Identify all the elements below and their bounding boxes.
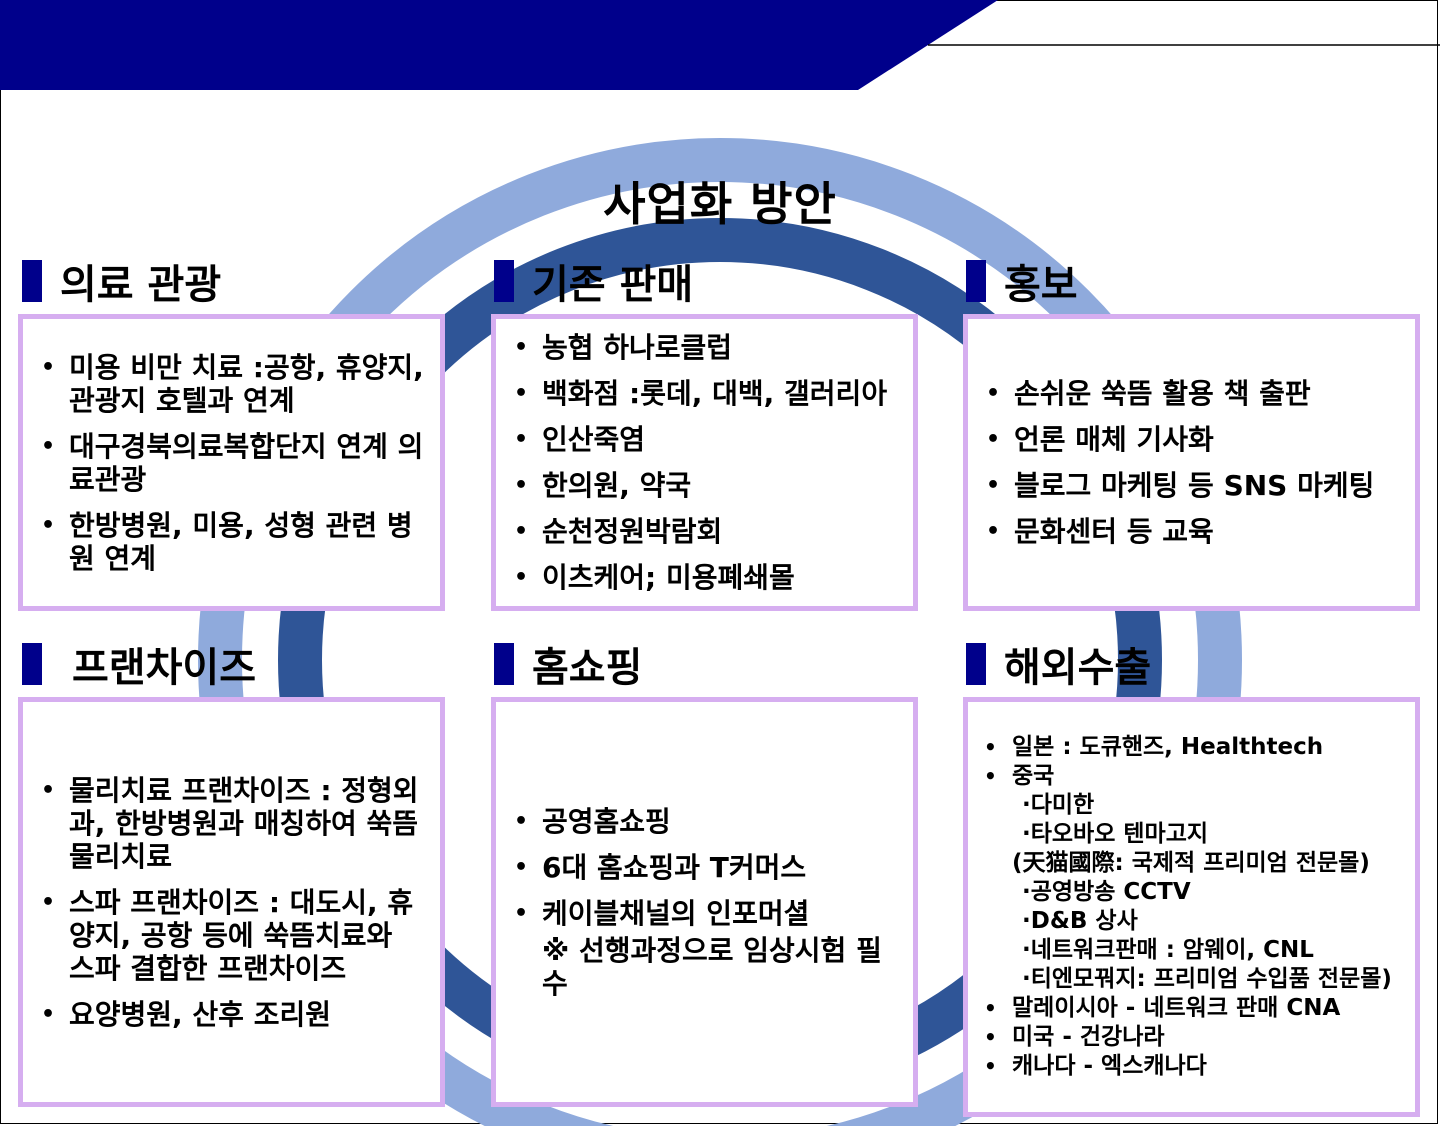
list-item: 공영홈쇼핑 (512, 805, 899, 838)
list-item: 6대 홈쇼핑과 T커머스 (512, 851, 899, 884)
heading-text: 의료 관광 (60, 262, 222, 308)
china-sub-item: ·네트워크판매 : 암웨이, CNL (1022, 937, 1314, 963)
heading-marker (494, 260, 514, 302)
list-home-shopping: 공영홈쇼핑 6대 홈쇼핑과 T커머스 케이블채널의 인포머셜 (512, 805, 899, 930)
box-home-shopping: 공영홈쇼핑 6대 홈쇼핑과 T커머스 케이블채널의 인포머셜 ※ 선행과정으로 … (491, 697, 918, 1107)
heading-text: 홍보 (1004, 262, 1078, 308)
box-promotion: 손쉬운 쑥뜸 활용 책 출판 언론 매체 기사화 블로그 마케팅 등 SNS 마… (963, 314, 1420, 611)
list-item-malaysia: 말레이시아 - 네트워크 판매 CNA (982, 994, 1401, 1023)
list-item: 대구경북의료복합단지 연계 의료관광 (39, 430, 426, 496)
heading-medical-tourism: 의료 관광 (22, 258, 221, 308)
list-medical-tourism: 미용 비만 치료 :공항, 휴양지, 관광지 호텔과 연계 대구경북의료복합단지… (39, 351, 426, 575)
heading-franchise: 프랜차이즈 (22, 641, 256, 691)
list-item: 한의원, 약국 (512, 469, 899, 502)
china-sub-item: ·D&B 상사 (1022, 908, 1138, 934)
list-export-rest: 말레이시아 - 네트워크 판매 CNA 미국 - 건강나라 캐나다 - 엑스캐나… (982, 994, 1401, 1081)
list-item: 미용 비만 치료 :공항, 휴양지, 관광지 호텔과 연계 (39, 351, 426, 417)
list-item: 이츠케어; 미용폐쇄몰 (512, 561, 899, 594)
list-item: 순천정원박람회 (512, 515, 899, 548)
list-export: 일본 : 도큐핸즈, Healthtech 중국 (982, 733, 1401, 791)
heading-text: 프랜차이즈 (72, 645, 256, 691)
list-existing-sales: 농협 하나로클럽 백화점 :롯데, 대백, 갤러리아 인산죽염 한의원, 약국 … (512, 331, 899, 594)
list-item-china: 중국 (982, 762, 1401, 791)
page-title: 사업화 방안 (603, 177, 837, 231)
header-banner (0, 0, 1440, 90)
heading-text: 기존 판매 (532, 262, 694, 308)
heading-marker (966, 260, 986, 302)
heading-marker (494, 643, 514, 685)
box-existing-sales: 농협 하나로클럽 백화점 :롯데, 대백, 갤러리아 인산죽염 한의원, 약국 … (491, 314, 918, 611)
heading-promotion: 홍보 (966, 258, 1078, 308)
box-export: 일본 : 도큐핸즈, Healthtech 중국 ·다미한 ·타오바오 텐마고지… (963, 697, 1420, 1117)
heading-export: 해외수출 (966, 641, 1151, 691)
list-franchise: 물리치료 프랜차이즈 : 정형외과, 한방병원과 매칭하여 쑥뜸물리치료 스파 … (39, 774, 426, 1031)
list-item-usa: 미국 - 건강나라 (982, 1023, 1401, 1052)
list-item: 문화센터 등 교육 (984, 515, 1401, 548)
list-item: 농협 하나로클럽 (512, 331, 899, 364)
home-shopping-note: ※ 선행과정으로 임상시험 필수 (542, 933, 882, 1000)
heading-text: 홈쇼핑 (532, 645, 643, 691)
china-sub-item: (天猫國際: 국제적 프리미엄 전문몰) (1012, 850, 1370, 876)
box-medical-tourism: 미용 비만 치료 :공항, 휴양지, 관광지 호텔과 연계 대구경북의료복합단지… (18, 314, 445, 611)
list-item: 백화점 :롯데, 대백, 갤러리아 (512, 377, 899, 410)
box-franchise: 물리치료 프랜차이즈 : 정형외과, 한방병원과 매칭하여 쑥뜸물리치료 스파 … (18, 697, 445, 1107)
list-item: 물리치료 프랜차이즈 : 정형외과, 한방병원과 매칭하여 쑥뜸물리치료 (39, 774, 426, 873)
list-item: 스파 프랜차이즈 : 대도시, 휴양지, 공항 등에 쑥뜸치료와 스파 결합한 … (39, 886, 426, 985)
heading-marker (966, 643, 986, 685)
china-sub-item: ·티엔모꿔지: 프리미엄 수입품 전문몰) (1022, 966, 1392, 992)
heading-home-shopping: 홈쇼핑 (494, 641, 642, 691)
list-item: 블로그 마케팅 등 SNS 마케팅 (984, 469, 1401, 502)
list-item: 언론 매체 기사화 (984, 423, 1401, 456)
list-item-canada: 캐나다 - 엑스캐나다 (982, 1052, 1401, 1081)
china-sub-item: ·공영방송 CCTV (1022, 879, 1191, 905)
list-item: 케이블채널의 인포머셜 (512, 897, 899, 930)
heading-marker (22, 260, 42, 302)
list-promotion: 손쉬운 쑥뜸 활용 책 출판 언론 매체 기사화 블로그 마케팅 등 SNS 마… (984, 377, 1401, 548)
china-sub-item: ·다미한 (1022, 792, 1095, 818)
list-item: 손쉬운 쑥뜸 활용 책 출판 (984, 377, 1401, 410)
heading-existing-sales: 기존 판매 (494, 258, 693, 308)
heading-marker (22, 643, 42, 685)
china-sub-item: ·타오바오 텐마고지 (1022, 821, 1209, 847)
list-item: 한방병원, 미용, 성형 관련 병원 연계 (39, 509, 426, 575)
list-item-japan: 일본 : 도큐핸즈, Healthtech (982, 733, 1401, 762)
heading-text: 해외수출 (1004, 645, 1152, 691)
list-item: 인산죽염 (512, 423, 899, 456)
list-item: 요양병원, 산후 조리원 (39, 998, 426, 1031)
